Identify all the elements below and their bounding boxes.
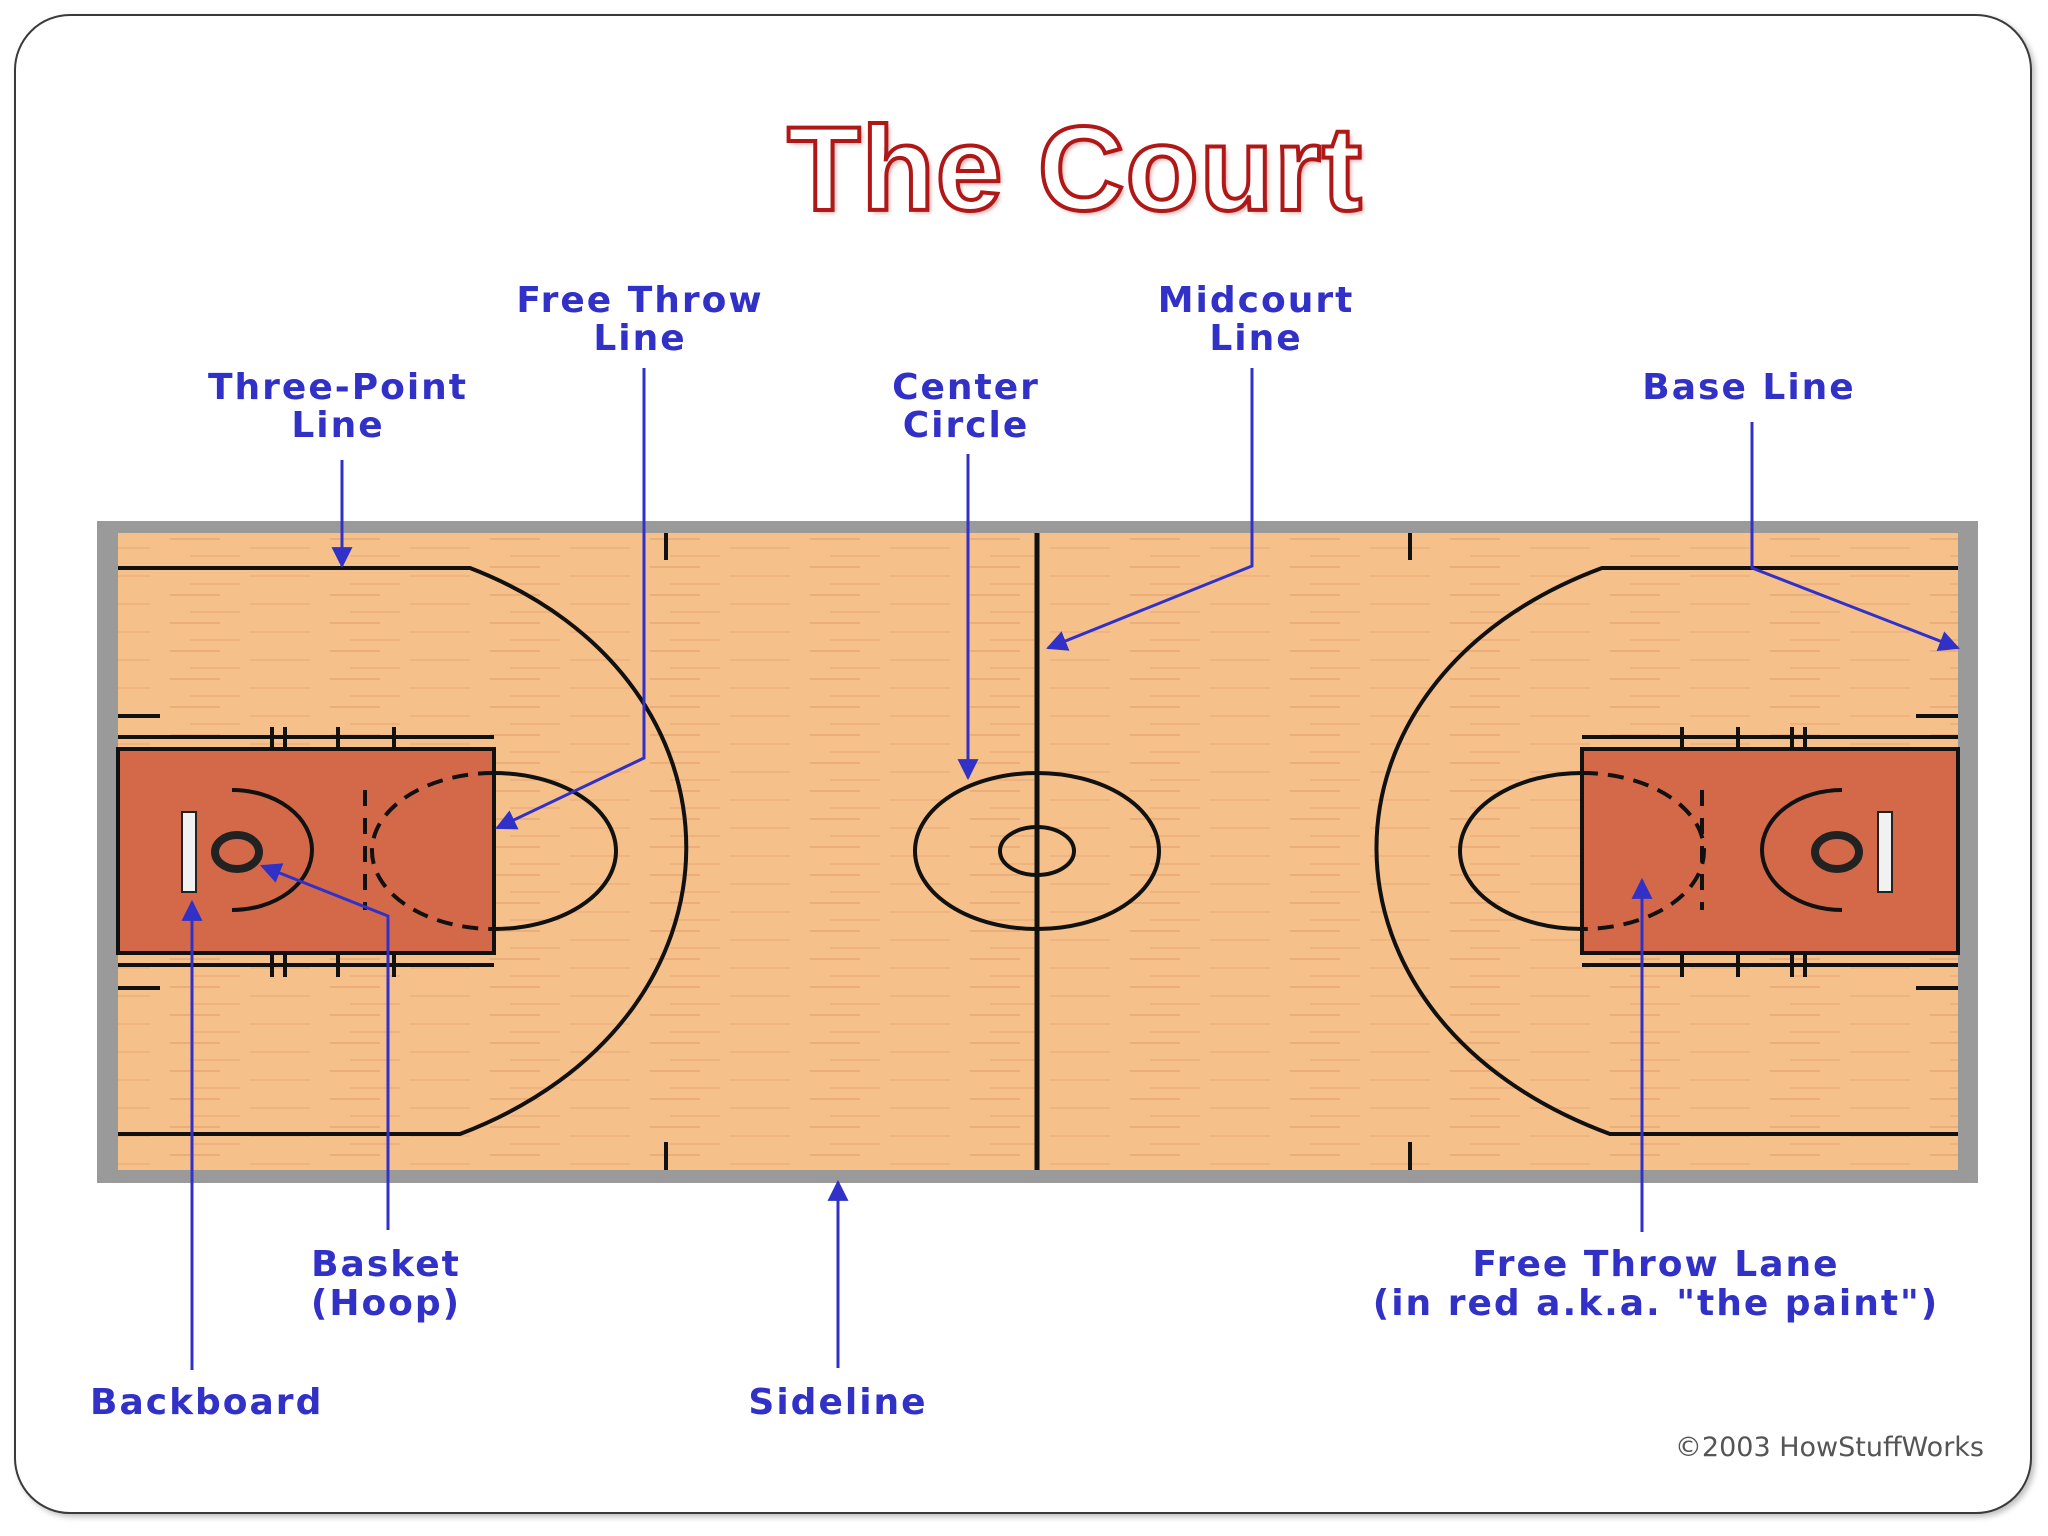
- basket-label-2: (Hoop): [311, 1283, 461, 1324]
- center-circle-label: Center: [892, 367, 1040, 408]
- backboard-left: [181, 811, 197, 893]
- free-throw-line-label-2: Line: [593, 318, 686, 359]
- free-throw-lane-label: Free Throw Lane: [1472, 1244, 1839, 1285]
- base-line-pointer: [1750, 422, 1960, 651]
- three-point-line-label: Three-Point: [208, 367, 468, 408]
- backboard-label: Backboard: [90, 1382, 323, 1423]
- basket-pointer: [260, 863, 390, 1230]
- midcourt-line-label: Midcourt: [1158, 280, 1355, 321]
- sideline-label: Sideline: [748, 1382, 927, 1423]
- paint-right: [1580, 747, 1960, 955]
- paint-left: [116, 747, 496, 955]
- hoop-left: [211, 831, 263, 873]
- basket-label: Basket: [311, 1244, 461, 1285]
- free-throw-lane-label-2: (in red a.k.a. "the paint"): [1373, 1283, 1940, 1324]
- center-circle-label-2: Circle: [903, 405, 1030, 446]
- midcourt-line-pointer: [1046, 368, 1254, 651]
- credit-text: ©2003 HowStuffWorks: [1675, 1432, 1984, 1463]
- free-throw-line-label: Free Throw: [516, 280, 763, 321]
- backboard-right: [1877, 811, 1893, 893]
- slide-title: The Court: [785, 100, 1364, 238]
- midcourt-line-label-2: Line: [1209, 318, 1302, 359]
- three-point-line-label-2: Line: [291, 405, 384, 446]
- free-throw-line-pointer: [495, 368, 646, 830]
- hoop-right: [1811, 831, 1863, 873]
- base-line-label: Base Line: [1642, 367, 1855, 408]
- court-lines: [116, 533, 1958, 1170]
